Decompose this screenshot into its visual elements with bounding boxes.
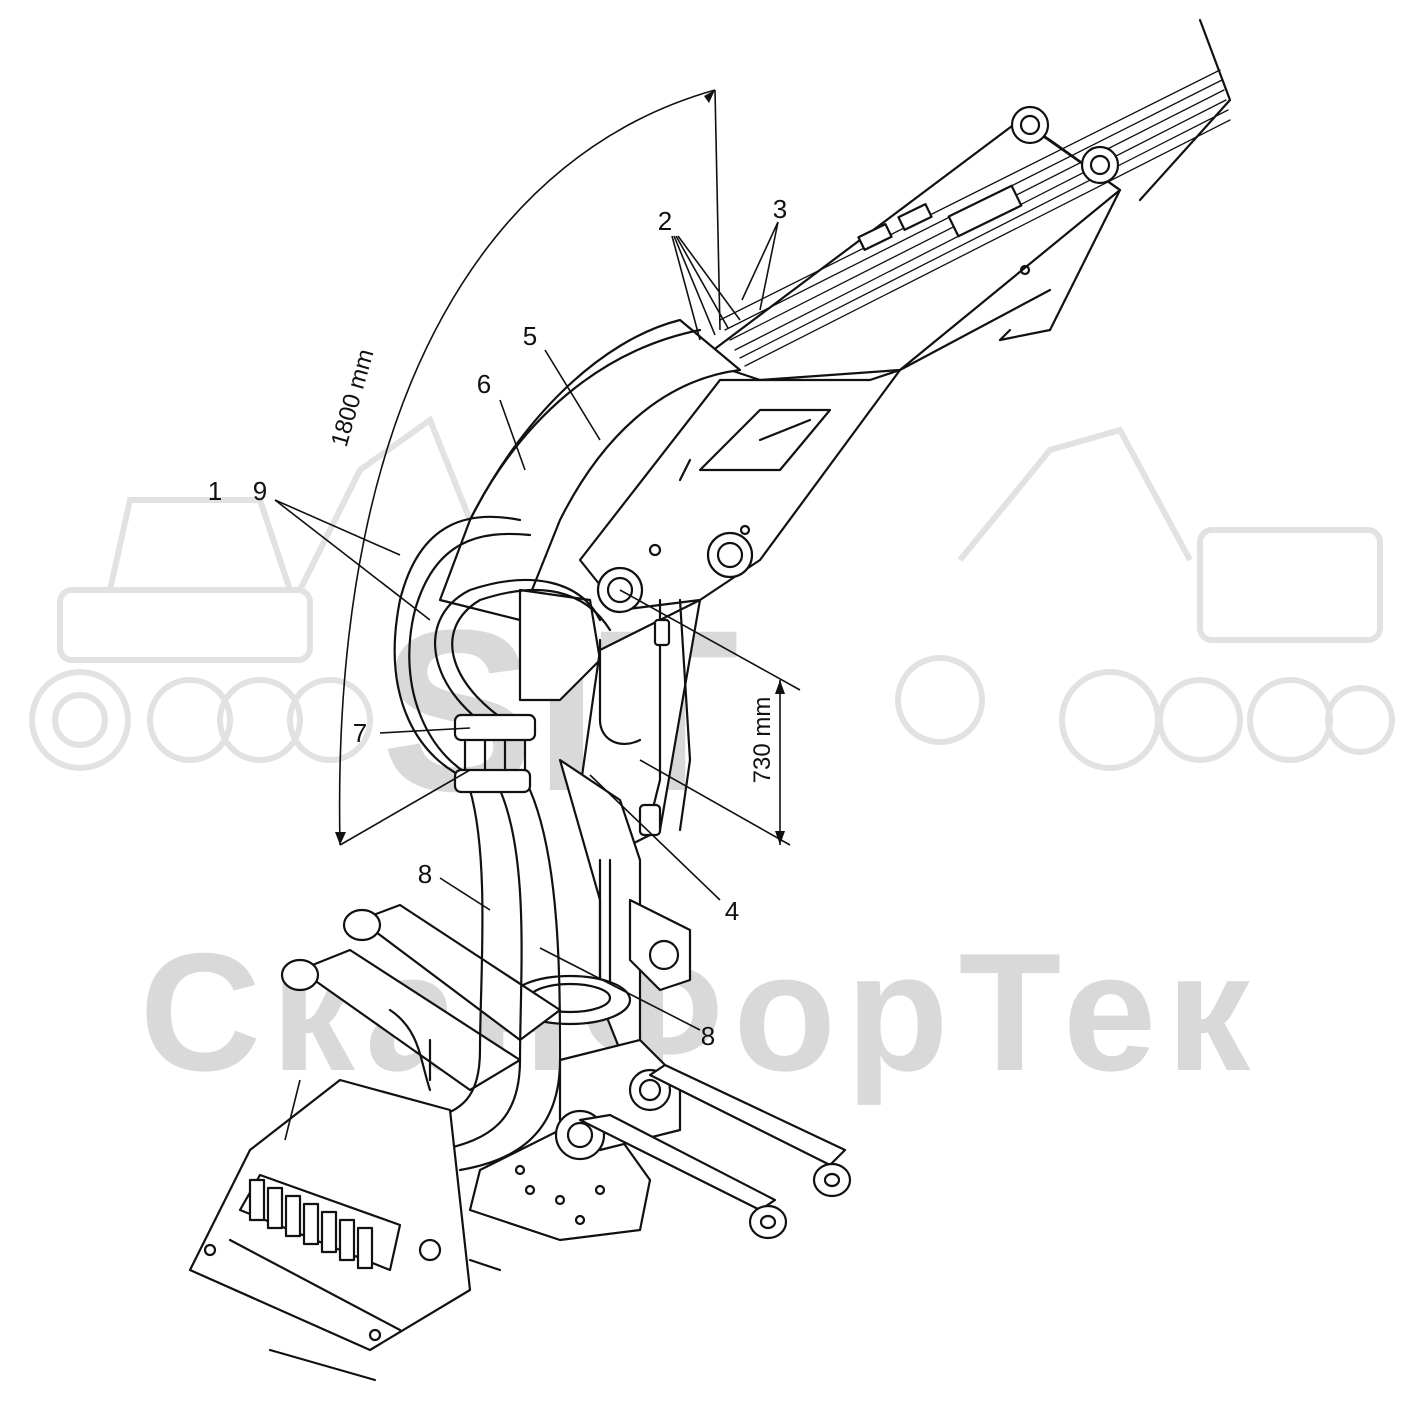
watermark-harvester-icon (895, 426, 1395, 771)
callout-9: 9 (253, 476, 267, 506)
dimension-label-730: 730 mm (749, 697, 776, 784)
callout-4: 4 (725, 896, 739, 926)
dimension-730: 730 mm (619, 589, 801, 846)
callout-6: 6 (477, 369, 491, 399)
dimension-label-1800: 1800 mm (326, 346, 380, 450)
column (508, 588, 702, 1052)
callout-7: 7 (353, 718, 367, 748)
watermark-tractor-icon (29, 415, 473, 771)
boom-assembly (698, 18, 1232, 382)
watermark-brand: СканФорТек (140, 918, 1261, 1106)
callout-numbers: 1 2 3 4 5 6 7 8 8 9 (208, 194, 787, 1051)
callout-5: 5 (523, 321, 537, 351)
callout-8-upper: 8 (418, 859, 432, 889)
callout-3: 3 (773, 194, 787, 224)
callout-1: 1 (208, 476, 222, 506)
valve-sections (248, 1178, 374, 1270)
base (280, 903, 852, 1242)
callout-2: 2 (658, 206, 672, 236)
callout-leaders (274, 221, 779, 1141)
callout-8-lower: 8 (701, 1021, 715, 1051)
main-arm (438, 318, 902, 622)
valve-block (188, 1078, 502, 1382)
